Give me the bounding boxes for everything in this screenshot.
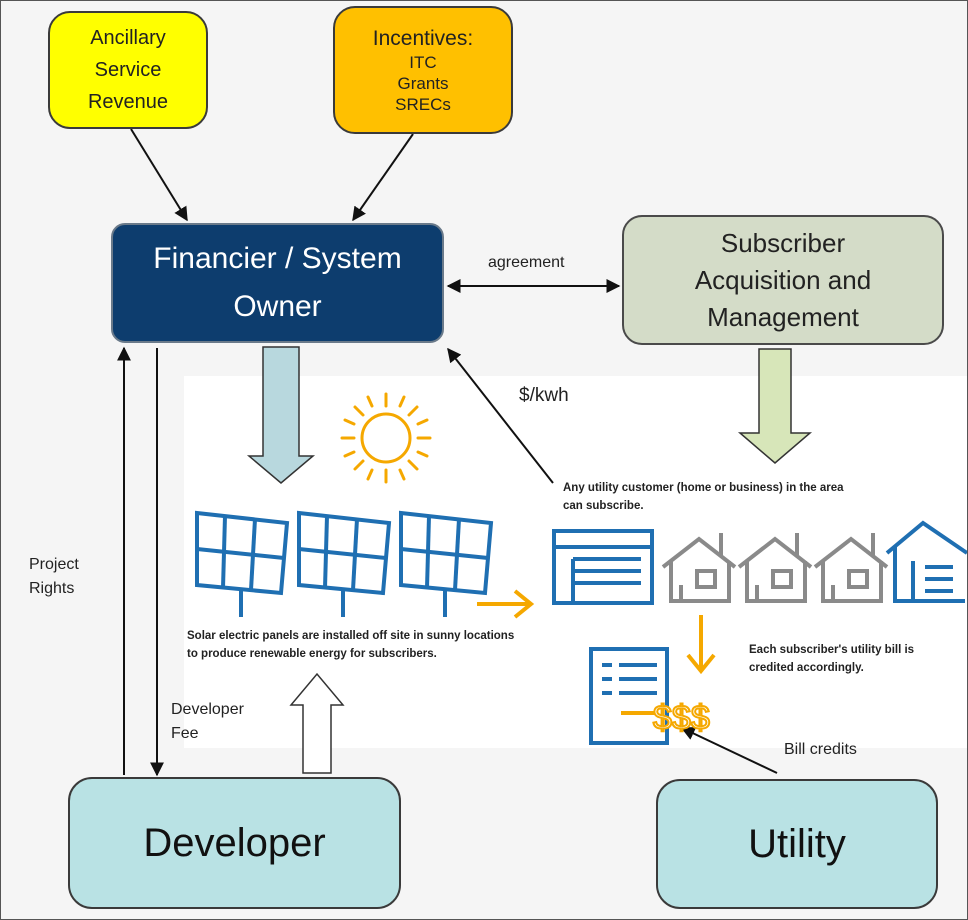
arrow-bill-credits <box>680 727 778 774</box>
house-icon <box>813 533 889 603</box>
incentives-box: Incentives: ITC Grants SRECs <box>333 6 513 134</box>
financier-label: Financier / System Owner <box>153 242 402 323</box>
utility-box: Utility <box>656 779 938 909</box>
ancillary-service-revenue-box: Ancillary Service Revenue <box>48 11 208 129</box>
sun-icon <box>340 392 432 484</box>
bill-credits-label: Bill credits <box>784 741 857 758</box>
incentive-item: Grants <box>397 73 449 93</box>
developer-fee-label: Developer Fee <box>171 701 244 742</box>
customer-caption: Any utility customer (home or business) … <box>563 482 844 512</box>
house-icon <box>885 520 967 603</box>
bill-caption: Each subscriber's utility bill is credit… <box>749 644 915 674</box>
house-icon <box>737 533 813 603</box>
developer-label: Developer <box>143 820 326 865</box>
incentive-item: ITC <box>409 52 437 72</box>
arrow-incentives-to-financier <box>352 133 414 222</box>
project-rights-label: Project Rights <box>29 556 79 597</box>
incentives-title: Incentives: <box>372 26 474 50</box>
agreement-label: agreement <box>488 254 565 271</box>
kwh-label: $/kwh <box>519 385 569 406</box>
ancillary-label: Ancillary Service Revenue <box>87 27 169 113</box>
developer-box: Developer <box>68 777 401 909</box>
orange-arrow-customers-to-bill <box>686 615 716 675</box>
bill-icon <box>589 647 669 745</box>
solar-panel-icon <box>297 510 392 617</box>
building-icon <box>552 529 654 605</box>
block-arrow-developer-to-panels <box>289 672 345 774</box>
subscriber-acquisition-box: Subscriber Acquisition and Management <box>622 215 944 345</box>
block-arrow-financier-to-panels <box>246 346 316 484</box>
subscriber-label: Subscriber Acquisition and Management <box>694 227 872 332</box>
block-arrow-subscriber-to-customers <box>737 348 813 464</box>
arrow-kwh-to-financier <box>447 347 554 484</box>
arrow-ancillary-to-financier <box>130 128 188 222</box>
house-icon <box>661 533 737 603</box>
utility-label: Utility <box>748 821 846 866</box>
money-symbols: $$$ <box>653 699 710 737</box>
financier-system-owner-box: Financier / System Owner <box>111 223 444 343</box>
orange-arrow-panels-to-customers <box>477 589 535 619</box>
solar-panel-icon <box>399 510 494 617</box>
incentive-item: SRECs <box>395 94 451 114</box>
panels-caption: Solar electric panels are installed off … <box>187 630 515 660</box>
solar-panel-icon <box>195 510 290 617</box>
